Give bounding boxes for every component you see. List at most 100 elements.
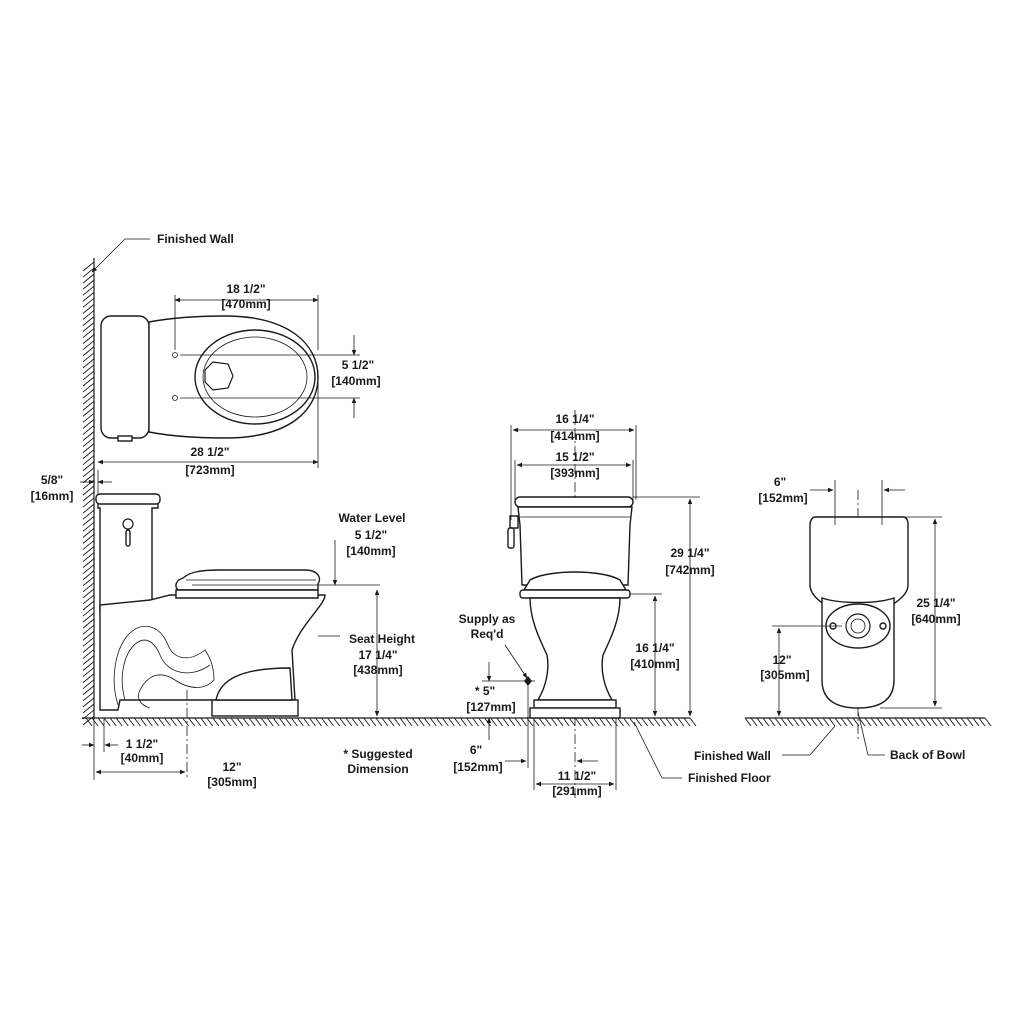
hatch-line [900, 717, 908, 727]
label-suggested-line2: Dimension [347, 762, 408, 776]
hatch-line [960, 717, 968, 727]
hatch-line [82, 673, 95, 683]
hatch-line [423, 717, 431, 727]
hatch-line [224, 717, 232, 727]
hatch-line [429, 717, 437, 727]
hatch-line [133, 717, 141, 727]
rough-in-mm: [305mm] [207, 775, 256, 789]
hatch-line [82, 261, 95, 272]
hatch-line [82, 425, 95, 435]
label-finished-wall-bottom: Finished Wall [694, 749, 771, 763]
top-view [100, 315, 319, 442]
hatch-line [762, 717, 770, 727]
hatch-line [82, 540, 95, 550]
base-offset-mm: [40mm] [121, 751, 164, 765]
hatch-line [599, 717, 606, 727]
hatch-line [435, 717, 443, 727]
dim-base-offset: 1 1/2" [40mm] [82, 718, 163, 765]
hatch-line [82, 273, 95, 284]
hatch-line [176, 717, 183, 727]
hatch-line [82, 521, 95, 532]
callout-finished-wall-bottom: Finished Wall [694, 725, 836, 763]
hatch-line [665, 717, 673, 727]
hatch-line [236, 717, 244, 727]
hatch-line [82, 316, 95, 326]
label-water-level: Water Level [339, 511, 406, 525]
hatch-line [194, 717, 202, 727]
hatch-line [605, 717, 612, 727]
hatch-line [82, 636, 95, 647]
hatch-line [82, 643, 95, 653]
label-suggested-line1: * Suggested [343, 747, 412, 761]
hatch-line [82, 491, 95, 502]
hatch-line [671, 717, 679, 727]
hatch-line [82, 600, 95, 611]
dim-overall-depth: 28 1/2" [723mm] [97, 380, 319, 477]
hatch-line [82, 685, 95, 696]
dim-bolt-spacing: 5 1/2" [140mm] [180, 335, 381, 418]
bolt-spacing-mm: [140mm] [331, 374, 380, 388]
hatch-line [115, 717, 123, 727]
dim-overall-height: 29 1/4" [742mm] [633, 496, 715, 717]
hatch-line [82, 649, 95, 659]
lid-width-in: 15 1/2" [555, 450, 594, 464]
wall-gap-in: 5/8" [41, 473, 63, 487]
hatch-line [484, 717, 492, 727]
hatch-line [744, 717, 752, 727]
hatch-line [936, 717, 944, 727]
hatch-line [82, 618, 95, 629]
hatch-line [82, 570, 95, 581]
hatch-line [966, 717, 974, 727]
hatch-line [774, 717, 782, 727]
dim-seat-height: Seat Height 17 1/4" [438mm] [349, 589, 415, 717]
hatch-line [82, 546, 95, 556]
flange-height-in: 12" [772, 653, 791, 667]
label-seat-height: Seat Height [349, 632, 415, 646]
hatch-line [82, 279, 95, 290]
hatch-line [984, 717, 992, 727]
hatch-line [846, 717, 854, 727]
hatch-line [82, 328, 95, 338]
hatch-line [82, 358, 95, 369]
hatch-line [284, 717, 292, 727]
supply-height-mm: [127mm] [466, 700, 515, 714]
supply-height-in: * 5" [475, 684, 495, 698]
dim-back-offset: 6" [152mm] [758, 475, 905, 525]
dim-supply-height: * 5" [127mm] [466, 662, 535, 740]
hatch-line [972, 717, 980, 727]
hatch-line [82, 304, 95, 314]
hatch-line [586, 717, 594, 727]
hatch-line [82, 419, 95, 429]
side-view [95, 493, 326, 717]
hatch-line [677, 717, 685, 727]
hatch-line [82, 497, 95, 508]
label-finished-floor: Finished Floor [688, 771, 771, 785]
hatch-line [82, 509, 95, 520]
label-back-of-bowl: Back of Bowl [890, 748, 965, 762]
rim-height-mm: [410mm] [630, 657, 679, 671]
hatch-line [912, 717, 920, 727]
hatch-line [140, 717, 147, 727]
hatch-line [750, 717, 758, 727]
hatch-line [309, 717, 316, 727]
dim-water-level: Water Level 5 1/2" [140mm] [192, 511, 406, 637]
hatch-line [948, 717, 956, 727]
hatch-line [363, 717, 371, 727]
hatch-line [327, 717, 334, 727]
back-height-mm: [640mm] [911, 612, 960, 626]
hatch-line [254, 717, 262, 727]
hatch-line [924, 717, 932, 727]
hatch-line [82, 691, 95, 702]
dim-wall-gap: 5/8" [16mm] [31, 470, 112, 503]
hatch-line [152, 717, 159, 727]
finished-floor [82, 717, 697, 727]
hatch-line [218, 717, 226, 727]
tank-width-mm: [414mm] [550, 429, 599, 443]
hatch-line [82, 412, 95, 423]
seat-height-in: 17 1/4" [358, 648, 397, 662]
top-width-in: 18 1/2" [226, 282, 265, 296]
hatch-line [82, 455, 95, 466]
hatch-line [82, 503, 95, 514]
top-width-mm: [470mm] [221, 297, 270, 311]
hatch-line [930, 717, 938, 727]
